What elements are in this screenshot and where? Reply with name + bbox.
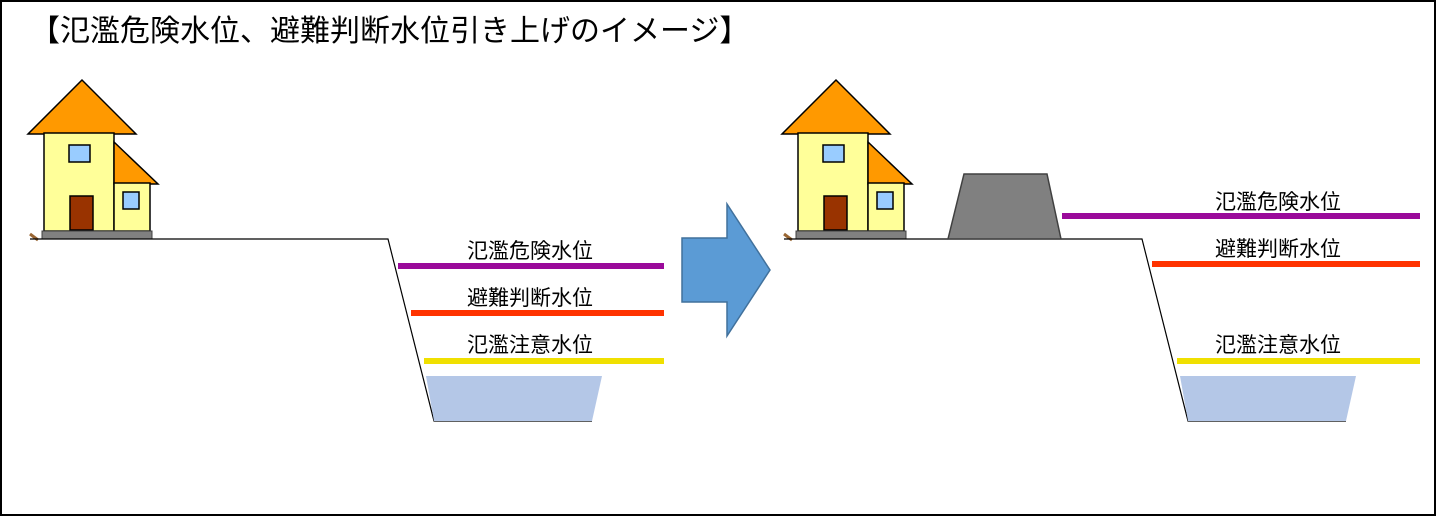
danger-level-label-after: 氾濫危険水位 xyxy=(1215,190,1341,214)
arrow-right-icon xyxy=(681,201,771,339)
danger-level-label-before: 氾濫危険水位 xyxy=(467,239,593,263)
caution-level-label-before: 氾濫注意水位 xyxy=(467,333,593,357)
evacuation-level-label-after: 避難判断水位 xyxy=(1215,237,1341,261)
house-icon-after xyxy=(781,79,913,240)
river-water-after xyxy=(1180,376,1356,421)
evacuation-level-label-before: 避難判断水位 xyxy=(467,286,593,310)
levee-icon xyxy=(947,173,1062,240)
river-water-before xyxy=(426,376,602,421)
before-scene: 氾濫危険水位 避難判断水位 氾濫注意水位 xyxy=(27,79,664,422)
house-icon-before xyxy=(27,79,159,240)
diagram-title: 【氾濫危険水位、避難判断水位引き上げのイメージ】 xyxy=(30,14,750,49)
after-scene: 氾濫危険水位 避難判断水位 氾濫注意水位 xyxy=(781,79,1420,422)
caution-level-label-after: 氾濫注意水位 xyxy=(1215,333,1341,357)
